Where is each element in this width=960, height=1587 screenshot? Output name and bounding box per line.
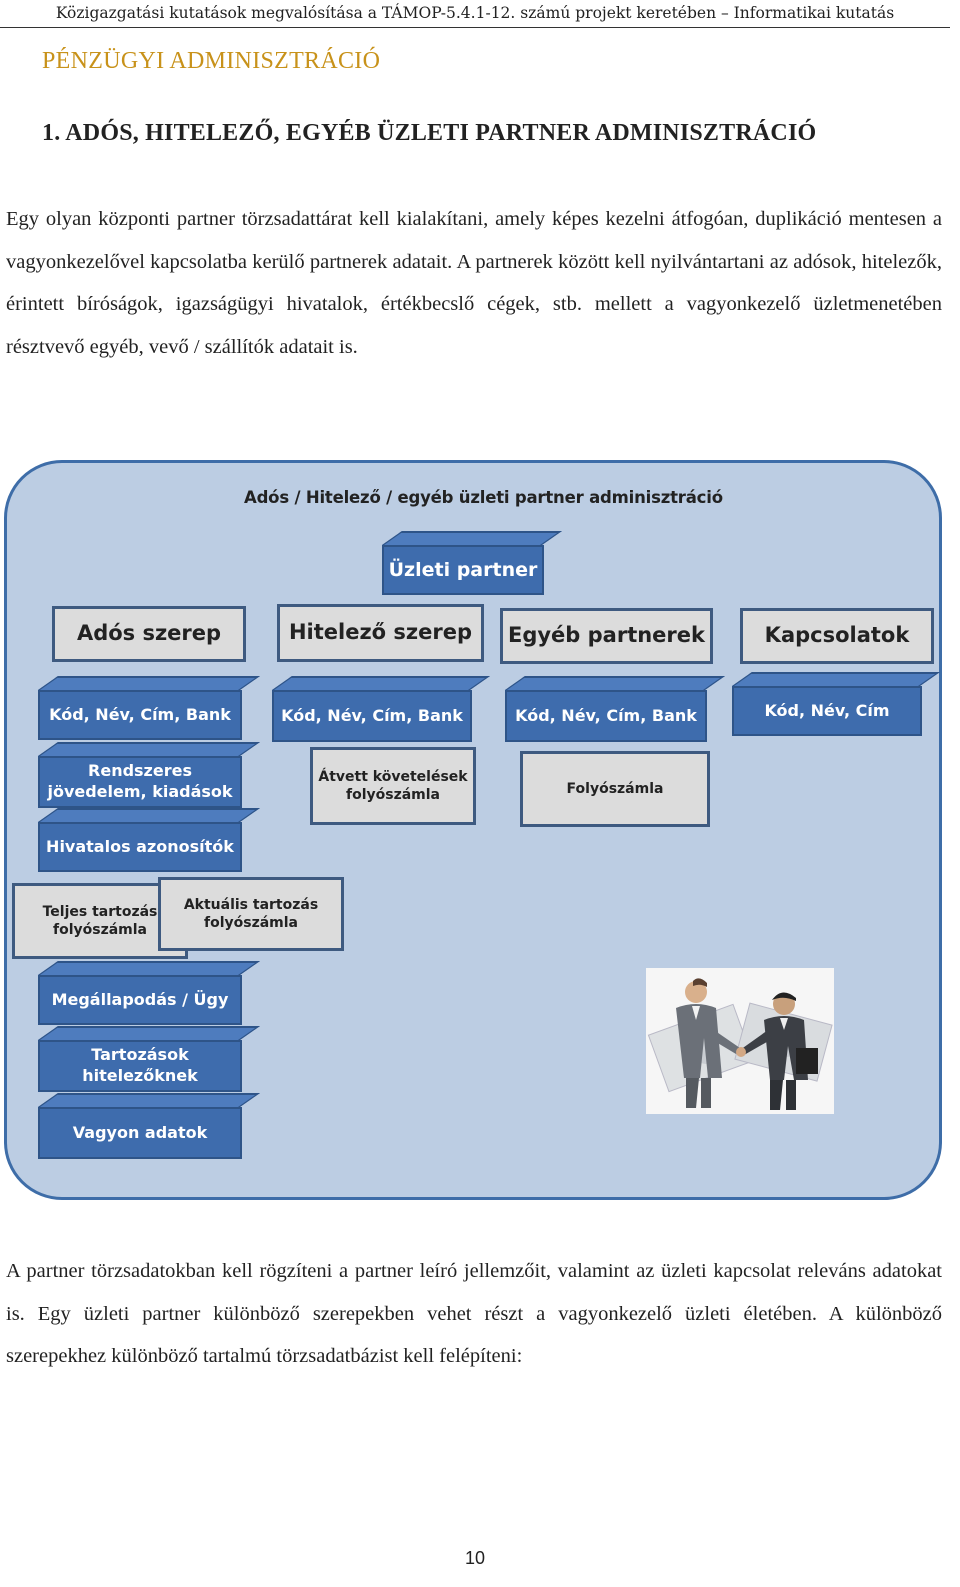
intro-paragraph: Egy olyan központi partner törzsadattára… bbox=[6, 208, 942, 358]
section-title: PÉNZÜGYI ADMINISZTRÁCIÓ bbox=[42, 48, 381, 74]
closing-paragraph: A partner törzsadatokban kell rögzíteni … bbox=[6, 1260, 942, 1367]
role-box-ados: Adós szerep bbox=[52, 606, 246, 662]
egyeb-item-kod: Kód, Név, Cím, Bank bbox=[505, 690, 707, 742]
ados-item-jovedelem: Rendszeres jövedelem, kiadások bbox=[38, 756, 242, 808]
hitelezo-item-kod: Kód, Név, Cím, Bank bbox=[272, 690, 472, 742]
kapcsolatok-item-kod: Kód, Név, Cím bbox=[732, 686, 922, 736]
ados-item-megallapodas: Megállapodás / Ügy bbox=[38, 975, 242, 1025]
ados-item-azonositok: Hivatalos azonosítók bbox=[38, 822, 242, 872]
ados-item-tartozasok: Tartozások hitelezőknek bbox=[38, 1040, 242, 1092]
diagram-title: Adós / Hitelező / egyéb üzleti partner a… bbox=[244, 488, 723, 507]
page-number: 10 bbox=[464, 1548, 486, 1568]
running-header: Közigazgatási kutatások megvalósítása a … bbox=[0, 0, 950, 28]
hitelezo-account: Átvett követelések folyószámla bbox=[310, 747, 476, 825]
chapter-heading: 1. ADÓS, HITELEZŐ, EGYÉB ÜZLETI PARTNER … bbox=[42, 120, 817, 146]
ados-account-aktualis: Aktuális tartozás folyószámla bbox=[158, 877, 344, 951]
egyeb-account: Folyószámla bbox=[520, 751, 710, 827]
role-box-kapcsolatok: Kapcsolatok bbox=[740, 608, 934, 664]
root-box-uzleti-partner: Üzleti partner bbox=[382, 545, 544, 595]
handshake-photo bbox=[646, 968, 834, 1114]
role-box-hitelezo: Hitelező szerep bbox=[277, 604, 484, 662]
ados-item-kod: Kód, Név, Cím, Bank bbox=[38, 690, 242, 740]
ados-item-vagyon: Vagyon adatok bbox=[38, 1107, 242, 1159]
role-box-egyeb: Egyéb partnerek bbox=[500, 608, 713, 664]
